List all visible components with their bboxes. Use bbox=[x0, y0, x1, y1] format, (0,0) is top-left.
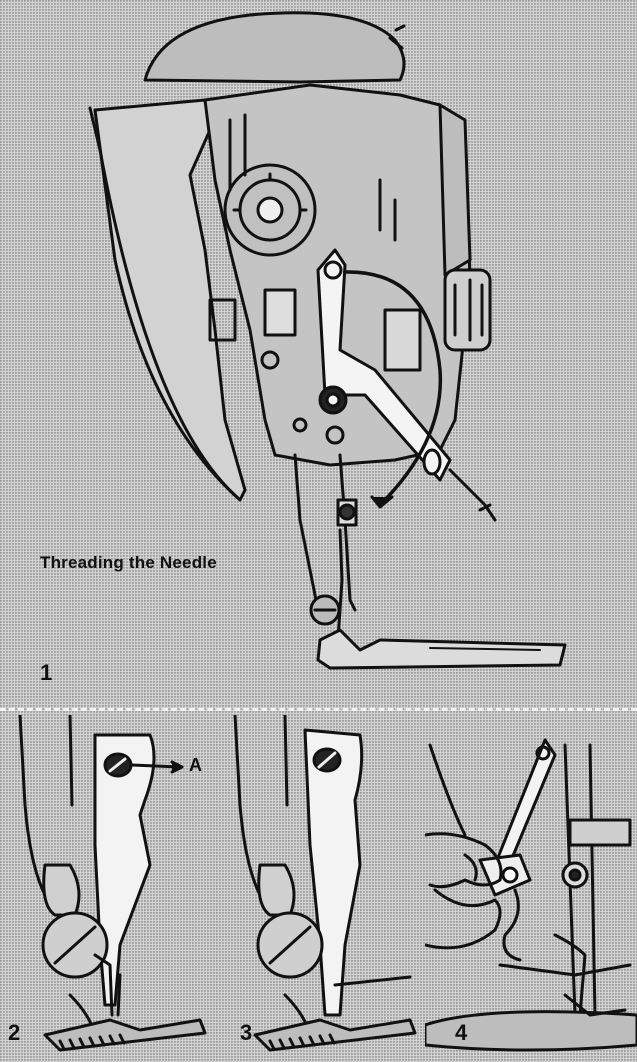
dashed-divider bbox=[0, 708, 637, 711]
panel-number-2: 2 bbox=[8, 1020, 21, 1045]
panel-number-3: 3 bbox=[240, 1020, 253, 1045]
panel-2-illustration: 2 bbox=[0, 715, 215, 1060]
figure-caption: Threading the Needle bbox=[40, 553, 217, 572]
panel-number-4: 4 bbox=[455, 1020, 468, 1045]
hand-holding-threader-illustration bbox=[425, 738, 637, 1052]
needle-threader-illustration-3 bbox=[233, 715, 417, 1052]
panel-4-illustration: 4 bbox=[425, 715, 637, 1060]
sewing-machine-head-icon bbox=[88, 11, 567, 670]
panel-3-illustration: 3 bbox=[215, 715, 425, 1060]
panel-1-illustration: Threading the Needle 1 bbox=[40, 11, 567, 685]
panel-number-1: 1 bbox=[40, 660, 53, 685]
callout-label-a: A bbox=[189, 755, 202, 775]
needle-threader-illustration-2 bbox=[18, 715, 207, 1052]
